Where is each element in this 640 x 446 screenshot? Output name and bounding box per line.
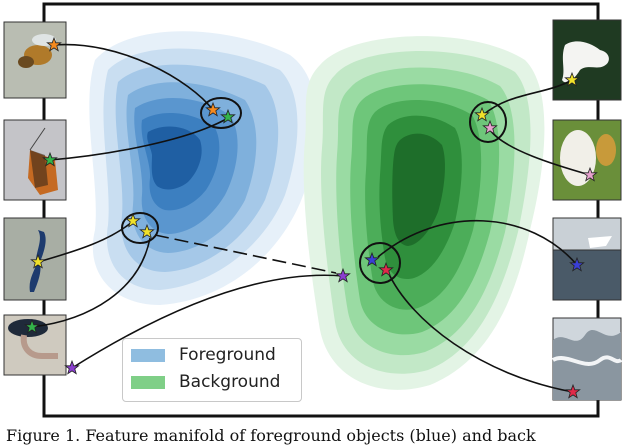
star-yellow-icon — [564, 71, 580, 87]
cluster-circle-green-top — [469, 101, 507, 143]
connector-lines — [31, 43, 591, 393]
foreground-swatch — [131, 348, 165, 362]
star-yellow-icon — [125, 212, 141, 228]
cluster-circle-green-bottom — [359, 242, 401, 284]
white-cutout-photo — [552, 19, 622, 101]
connector-cutout — [482, 79, 573, 116]
legend-item-background: Background — [131, 372, 280, 392]
cluster-circle-blue-bottom — [121, 212, 159, 244]
connector-purple — [71, 274, 344, 369]
water-photo — [552, 317, 623, 401]
connector-boat — [377, 220, 578, 266]
star-pink-icon — [582, 166, 598, 182]
foreground-density — [89, 31, 317, 305]
plot-frame — [42, 2, 600, 418]
cluster-circles — [121, 97, 507, 284]
star-orange-icon — [205, 101, 221, 117]
connector-bird — [37, 221, 133, 263]
bird-photo-2 — [3, 314, 67, 376]
left-thumbnails — [3, 21, 67, 376]
star-red-icon — [565, 383, 581, 399]
right-thumbnails — [552, 19, 623, 401]
dashed-link — [154, 234, 337, 274]
bird-photo — [3, 217, 67, 301]
star-green-icon — [24, 318, 40, 334]
connector-leaf — [489, 129, 591, 176]
connector-bird-2 — [31, 237, 151, 328]
star-blue-icon — [364, 251, 380, 267]
connector-butterfly — [49, 117, 229, 161]
boat-photo — [552, 217, 622, 301]
star-green-icon — [42, 151, 58, 167]
star-yellow-icon — [474, 106, 490, 122]
star-yellow-icon — [139, 223, 155, 239]
star-purple-icon — [64, 359, 80, 375]
leaf-photo — [552, 119, 622, 201]
star-red-icon — [378, 261, 394, 277]
legend-label-foreground: Foreground — [179, 345, 276, 365]
figure-caption: Figure 1. Feature manifold of foreground… — [6, 426, 536, 445]
star-green-icon — [220, 108, 236, 124]
legend-label-background: Background — [179, 372, 281, 392]
figure-1: Foreground Background — [3, 2, 623, 418]
star-blue-icon — [569, 256, 585, 272]
connector-water — [387, 271, 574, 393]
stars — [24, 36, 598, 399]
star-orange-icon — [46, 36, 62, 52]
bee-photo — [3, 21, 67, 99]
background-swatch — [131, 375, 165, 389]
connector-bee — [53, 43, 214, 111]
background-density — [303, 36, 545, 390]
legend-item-foreground: Foreground — [131, 345, 276, 365]
cluster-circle-blue-top — [200, 97, 242, 129]
star-pink-icon — [482, 119, 498, 135]
star-purple-icon — [335, 267, 351, 283]
feature-manifold-plot — [3, 2, 623, 418]
legend: Foreground Background — [122, 338, 302, 402]
star-yellow-icon — [30, 253, 46, 269]
